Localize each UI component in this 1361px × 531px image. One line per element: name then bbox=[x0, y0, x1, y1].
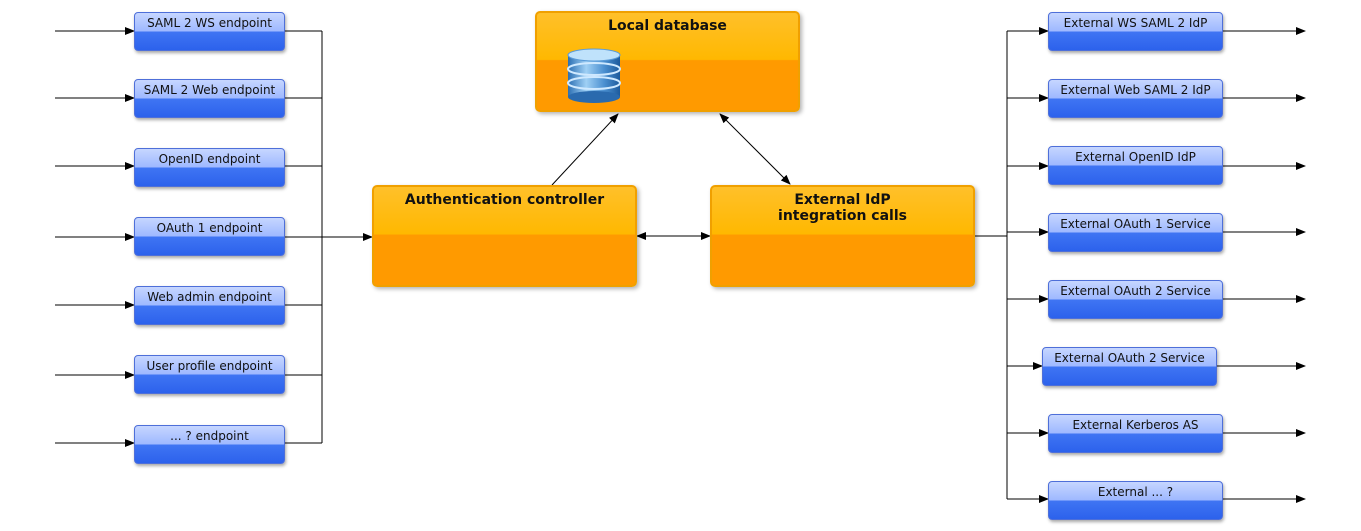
right-idp-label: External WS SAML 2 IdP bbox=[1063, 16, 1208, 30]
left-endpoint-label: ... ? endpoint bbox=[170, 429, 249, 443]
right-idp-box[interactable]: External Web SAML 2 IdP bbox=[1048, 79, 1223, 118]
left-endpoint-label: SAML 2 WS endpoint bbox=[147, 16, 272, 30]
left-endpoint-label: Web admin endpoint bbox=[147, 290, 272, 304]
right-idp-label: External Kerberos AS bbox=[1072, 418, 1199, 432]
right-idp-box[interactable]: External OAuth 2 Service bbox=[1042, 347, 1217, 386]
left-endpoint-box[interactable]: OpenID endpoint bbox=[134, 148, 285, 187]
left-endpoint-label: OAuth 1 endpoint bbox=[156, 221, 263, 235]
database-integration-arrow bbox=[719, 113, 791, 185]
right-idp-box[interactable]: External OpenID IdP bbox=[1048, 146, 1223, 185]
external-idp-integration-box[interactable]: External IdP integration calls bbox=[710, 185, 975, 287]
authentication-controller-label: Authentication controller bbox=[404, 192, 605, 208]
left-endpoint-box[interactable]: Web admin endpoint bbox=[134, 286, 285, 325]
left-endpoint-box[interactable]: SAML 2 Web endpoint bbox=[134, 79, 285, 118]
local-database-box[interactable]: Local database bbox=[535, 11, 800, 112]
right-idp-label: External OpenID IdP bbox=[1075, 150, 1196, 164]
right-idp-box[interactable]: External OAuth 2 Service bbox=[1048, 280, 1223, 319]
right-idp-box[interactable]: External Kerberos AS bbox=[1048, 414, 1223, 453]
left-endpoint-label: User profile endpoint bbox=[146, 359, 273, 373]
right-idp-box[interactable]: External ... ? bbox=[1048, 481, 1223, 520]
database-icon bbox=[567, 48, 621, 103]
authentication-controller-box[interactable]: Authentication controller bbox=[372, 185, 637, 287]
right-idp-box[interactable]: External OAuth 1 Service bbox=[1048, 213, 1223, 252]
controller-database-arrow bbox=[551, 113, 619, 186]
right-idp-label: External OAuth 2 Service bbox=[1054, 351, 1205, 365]
left-endpoint-label: OpenID endpoint bbox=[158, 152, 261, 166]
local-database-label: Local database bbox=[608, 18, 727, 34]
right-idp-label: External Web SAML 2 IdP bbox=[1060, 83, 1211, 97]
external-idp-integration-label: External IdP integration calls bbox=[778, 192, 907, 224]
right-idp-label: External OAuth 1 Service bbox=[1060, 217, 1211, 231]
right-idp-label: External OAuth 2 Service bbox=[1060, 284, 1211, 298]
left-endpoint-box[interactable]: SAML 2 WS endpoint bbox=[134, 12, 285, 51]
left-endpoint-box[interactable]: ... ? endpoint bbox=[134, 425, 285, 464]
left-endpoint-box[interactable]: OAuth 1 endpoint bbox=[134, 217, 285, 256]
right-idp-box[interactable]: External WS SAML 2 IdP bbox=[1048, 12, 1223, 51]
right-idp-label: External ... ? bbox=[1097, 485, 1174, 499]
left-endpoint-label: SAML 2 Web endpoint bbox=[143, 83, 276, 97]
left-endpoint-box[interactable]: User profile endpoint bbox=[134, 355, 285, 394]
